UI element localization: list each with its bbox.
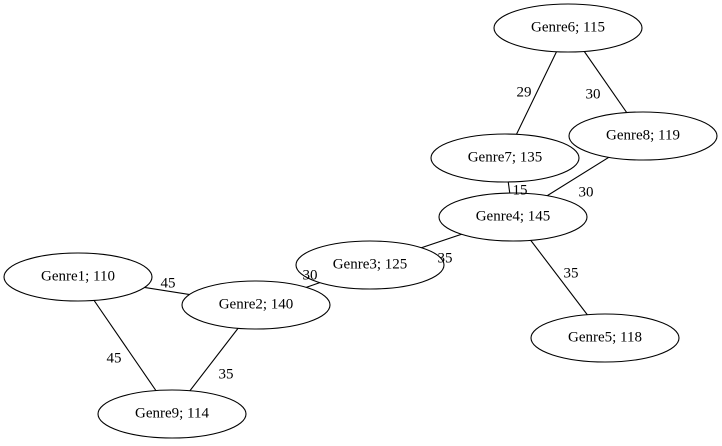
node-label: Genre6; 115 xyxy=(531,19,605,35)
node-ellipse xyxy=(493,3,643,53)
node-ellipse xyxy=(295,240,445,290)
node-ellipse xyxy=(97,389,247,439)
node-genre9: Genre9; 114 xyxy=(97,389,247,439)
node-genre3: Genre3; 125 xyxy=(295,240,445,290)
node-genre1: Genre1; 110 xyxy=(3,252,153,302)
node-label: Genre2; 140 xyxy=(219,296,294,312)
node-ellipse xyxy=(530,313,680,363)
edge-weight-label: 15 xyxy=(513,182,528,198)
node-label: Genre8; 119 xyxy=(606,127,680,143)
edge-labels-layer: 29 30 15 30 35 35 30 45 45 35 xyxy=(107,84,601,382)
node-label: Genre9; 114 xyxy=(135,405,210,421)
edge-weight-label: 45 xyxy=(161,275,176,291)
edge-weight-label: 45 xyxy=(107,350,122,366)
node-genre8: Genre8; 119 xyxy=(568,111,718,161)
node-genre2: Genre2; 140 xyxy=(181,280,331,330)
node-label: Genre7; 135 xyxy=(468,149,543,165)
node-genre5: Genre5; 118 xyxy=(530,313,680,363)
edge-weight-label: 35 xyxy=(219,366,234,382)
node-label: Genre5; 118 xyxy=(568,329,642,345)
edge-weight-label: 35 xyxy=(438,250,453,266)
edge-weight-label: 30 xyxy=(586,86,601,102)
node-genre7: Genre7; 135 xyxy=(430,133,580,183)
edge-weight-label: 30 xyxy=(303,267,318,283)
edge-weight-label: 29 xyxy=(517,84,532,100)
edge-weight-label: 35 xyxy=(564,265,579,281)
node-label: Genre4; 145 xyxy=(476,208,551,224)
node-ellipse xyxy=(568,111,718,161)
node-ellipse xyxy=(3,252,153,302)
node-genre4: Genre4; 145 xyxy=(438,192,588,242)
node-label: Genre3; 125 xyxy=(333,256,408,272)
edge-weight-label: 30 xyxy=(579,184,594,200)
node-ellipse xyxy=(430,133,580,183)
node-ellipse xyxy=(181,280,331,330)
node-genre6: Genre6; 115 xyxy=(493,3,643,53)
node-label: Genre1; 110 xyxy=(41,268,115,284)
node-ellipse xyxy=(438,192,588,242)
